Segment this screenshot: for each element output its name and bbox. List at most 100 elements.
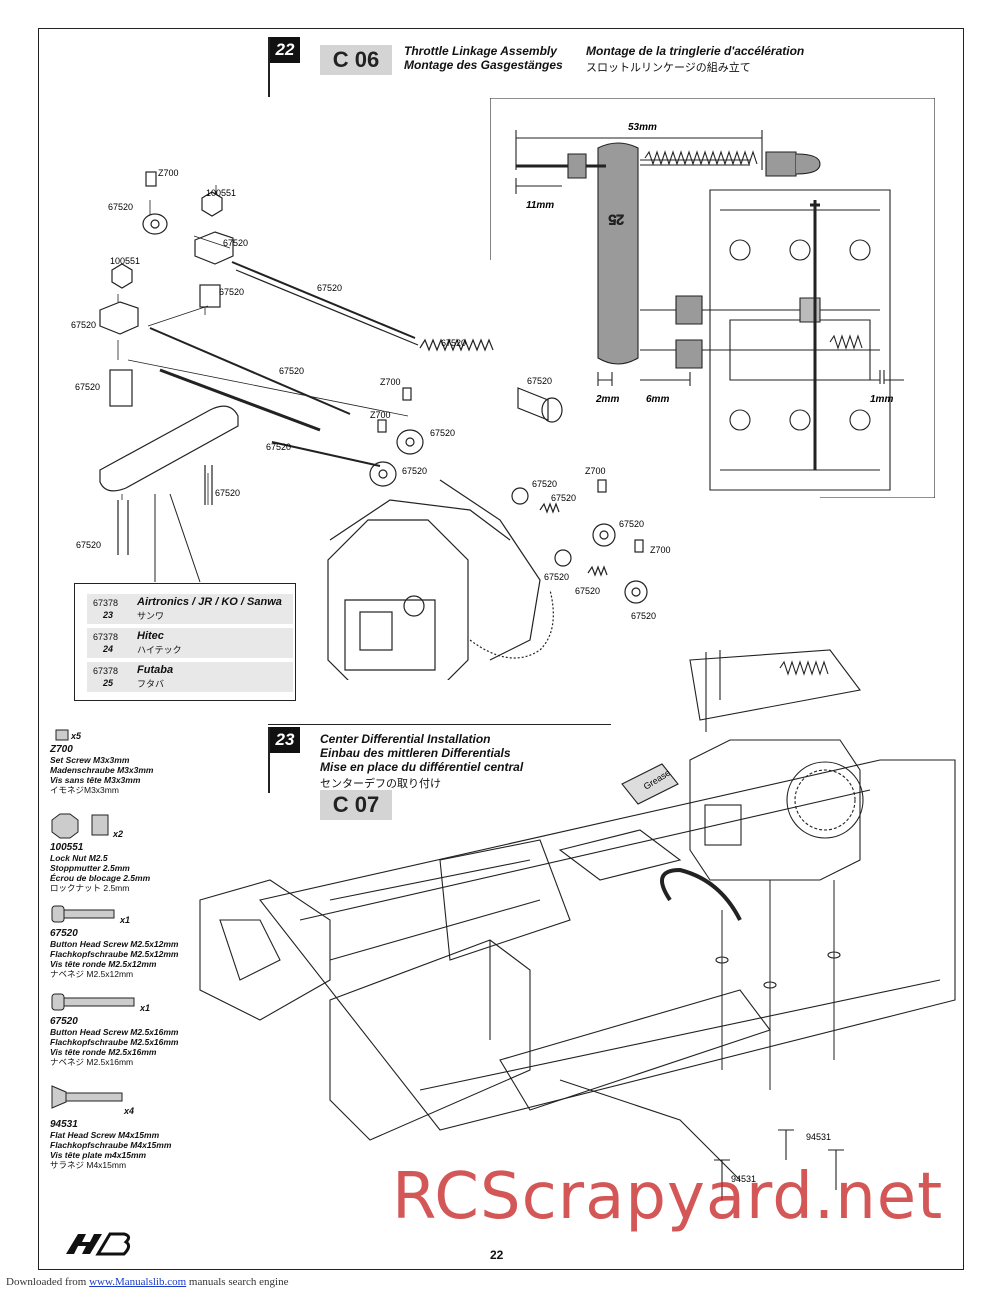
legend-brand: Airtronics / JR / KO / Sanwa xyxy=(137,596,282,608)
label-94531-a: 94531 xyxy=(806,1132,831,1142)
label-67520-e1: 67520 xyxy=(551,493,576,503)
legend-brand: Hitec xyxy=(137,630,164,642)
part-desc-fr: Vis sans tête M3x3mm xyxy=(50,775,141,785)
legend-row-hitec: 67378 24 Hitec ハイテック xyxy=(87,628,293,658)
legend-horn-number: 23 xyxy=(103,610,114,620)
part-desc-jp: ナベネジ M2.5x16mm xyxy=(50,1057,134,1067)
label-67520-i2: 67520 xyxy=(279,366,304,376)
step-23-title-jp: センターデフの取り付け xyxy=(320,778,441,790)
legend-brand: Futaba xyxy=(137,664,174,676)
part-desc-jp: イモネジM3x3mm xyxy=(50,785,119,795)
part-94531: 94531 Flat Head Screw M4x15mm Flachkopfs… xyxy=(50,1119,210,1170)
qty-z700: x5 xyxy=(71,731,82,741)
page-frame xyxy=(38,28,964,1270)
dim-53mm: 53mm xyxy=(628,122,657,133)
part-desc-fr: Vis tête ronde M2.5x12mm xyxy=(50,959,157,969)
part-desc-jp: サラネジ M4x15mm xyxy=(50,1160,127,1170)
label-67520-i1: 67520 xyxy=(317,283,342,293)
hb-logo xyxy=(66,1232,131,1256)
part-desc-fr: Vis tête plate m4x15mm xyxy=(50,1150,147,1160)
part-desc-en: Lock Nut M2.5 xyxy=(50,853,108,863)
legend-brand-jp: フタバ xyxy=(137,679,165,689)
step-22-title-jp: スロットルリンケージの組み立て xyxy=(586,62,751,74)
footer-suffix: manuals search engine xyxy=(188,1276,289,1288)
svg-text:25: 25 xyxy=(608,212,624,228)
label-67520-h: 67520 xyxy=(441,338,466,348)
legend-brand-jp: ハイテック xyxy=(137,645,182,655)
step-22-vertical-rule xyxy=(268,37,270,97)
label-100551-a: 100551 xyxy=(206,188,236,198)
step-23-title-fr: Mise en place du différentiel central xyxy=(320,760,524,774)
part-id: 67520 xyxy=(50,1016,78,1027)
qty-67520k: x1 xyxy=(120,915,131,925)
servo-horn-legend: 67378 23 Airtronics / JR / KO / Sanwa サン… xyxy=(74,583,296,701)
label-67520-k: 67520 xyxy=(215,488,240,498)
center-differential-chassis-drawing: Grease 94531 94531 xyxy=(199,649,956,1200)
dim-1mm: 1mm xyxy=(870,394,893,405)
part-desc-jp: ロックナット 2.5mm xyxy=(50,883,130,893)
label-z700-d: Z700 xyxy=(585,466,606,476)
qty-67520l: x1 xyxy=(140,1003,151,1013)
step-22-number: 22 xyxy=(270,37,300,63)
legend-part-number: 67378 xyxy=(93,632,119,642)
legend-horn-number: 24 xyxy=(103,644,114,654)
step-22-code: C 06 xyxy=(320,45,392,75)
part-desc-de: Flachkopfschraube M2.5x16mm xyxy=(50,1037,179,1047)
part-id: 94531 xyxy=(50,1119,78,1130)
label-z700-b: Z700 xyxy=(380,377,401,387)
part-desc-de: Madenschraube M3x3mm xyxy=(50,765,154,775)
legend-horn-number: 25 xyxy=(103,678,114,688)
part-id: 100551 xyxy=(50,842,84,853)
throttle-linkage-exploded-drawing: Z700 100551 67520 67520 100551 67520 675… xyxy=(71,168,671,680)
part-100551: 100551 Lock Nut M2.5 Stoppmutter 2.5mm É… xyxy=(50,842,210,893)
part-desc-en: Flat Head Screw M4x15mm xyxy=(50,1130,160,1140)
label-94531-b: 94531 xyxy=(731,1174,756,1184)
part-67520-l: 67520 Button Head Screw M2.5x16mm Flachk… xyxy=(50,1016,210,1067)
part-desc-fr: Vis tête ronde M2.5x16mm xyxy=(50,1047,157,1057)
qty-100551: x2 xyxy=(113,829,124,839)
footer-link[interactable]: www.Manualslib.com xyxy=(89,1276,187,1288)
label-67520-j: 67520 xyxy=(219,287,244,297)
dim-2mm: 2mm xyxy=(595,394,619,405)
part-desc-fr: Écrou de blocage 2.5mm xyxy=(50,873,151,883)
page-number: 22 xyxy=(490,1248,504,1262)
part-desc-en: Button Head Screw M2.5x16mm xyxy=(50,1027,179,1037)
part-67520-k: 67520 Button Head Screw M2.5x12mm Flachk… xyxy=(50,928,210,979)
part-id: 67520 xyxy=(50,928,78,939)
qty-94531: x4 xyxy=(124,1106,135,1116)
part-desc-de: Flachkopfschraube M4x15mm xyxy=(50,1140,172,1150)
legend-brand-jp: サンワ xyxy=(137,611,165,621)
label-67520-d1: 67520 xyxy=(430,428,455,438)
part-z700: Z700 Set Screw M3x3mm Madenschraube M3x3… xyxy=(50,744,210,795)
label-67520-m1: 67520 xyxy=(108,202,133,212)
part-desc-jp: ナベネジ M2.5x12mm xyxy=(50,969,134,979)
label-67520-a: 67520 xyxy=(71,320,96,330)
part-id: Z700 xyxy=(50,744,73,755)
part-desc-en: Set Screw M3x3mm xyxy=(50,755,130,765)
label-67520-c: 67520 xyxy=(223,238,248,248)
step-23-vertical-rule xyxy=(268,727,270,793)
label-67520-l: 67520 xyxy=(76,540,101,550)
label-67520-d2: 67520 xyxy=(402,466,427,476)
label-z700-e: Z700 xyxy=(650,545,671,555)
linkage-dimension-detail: 25 53mm 11mm 2mm 6mm 1mm xyxy=(490,98,935,498)
label-67520-g: 67520 xyxy=(527,376,552,386)
label-67520-f2: 67520 xyxy=(544,572,569,582)
watermark: RCScrapyard.net xyxy=(392,1160,944,1234)
label-67520-b: 67520 xyxy=(75,382,100,392)
step-22-title-de: Montage des Gasgestänges xyxy=(404,58,563,72)
part-desc-de: Stoppmutter 2.5mm xyxy=(50,863,130,873)
parts-icons xyxy=(51,729,135,1109)
label-100551-b: 100551 xyxy=(110,256,140,266)
label-z700-a: Z700 xyxy=(158,168,179,178)
dim-11mm: 11mm xyxy=(526,200,554,211)
footer: Downloaded from www.Manualslib.com manua… xyxy=(6,1276,288,1288)
step-23-number: 23 xyxy=(270,727,300,753)
legend-row-airtronics: 67378 23 Airtronics / JR / KO / Sanwa サン… xyxy=(87,594,293,624)
label-z700-c: Z700 xyxy=(370,410,391,420)
step-23-top-rule xyxy=(268,724,611,725)
legend-part-number: 67378 xyxy=(93,666,119,676)
label-67520-m3: 67520 xyxy=(631,611,656,621)
step-23-title-de: Einbau des mittleren Differentials xyxy=(320,746,511,760)
part-desc-de: Flachkopfschraube M2.5x12mm xyxy=(50,949,179,959)
